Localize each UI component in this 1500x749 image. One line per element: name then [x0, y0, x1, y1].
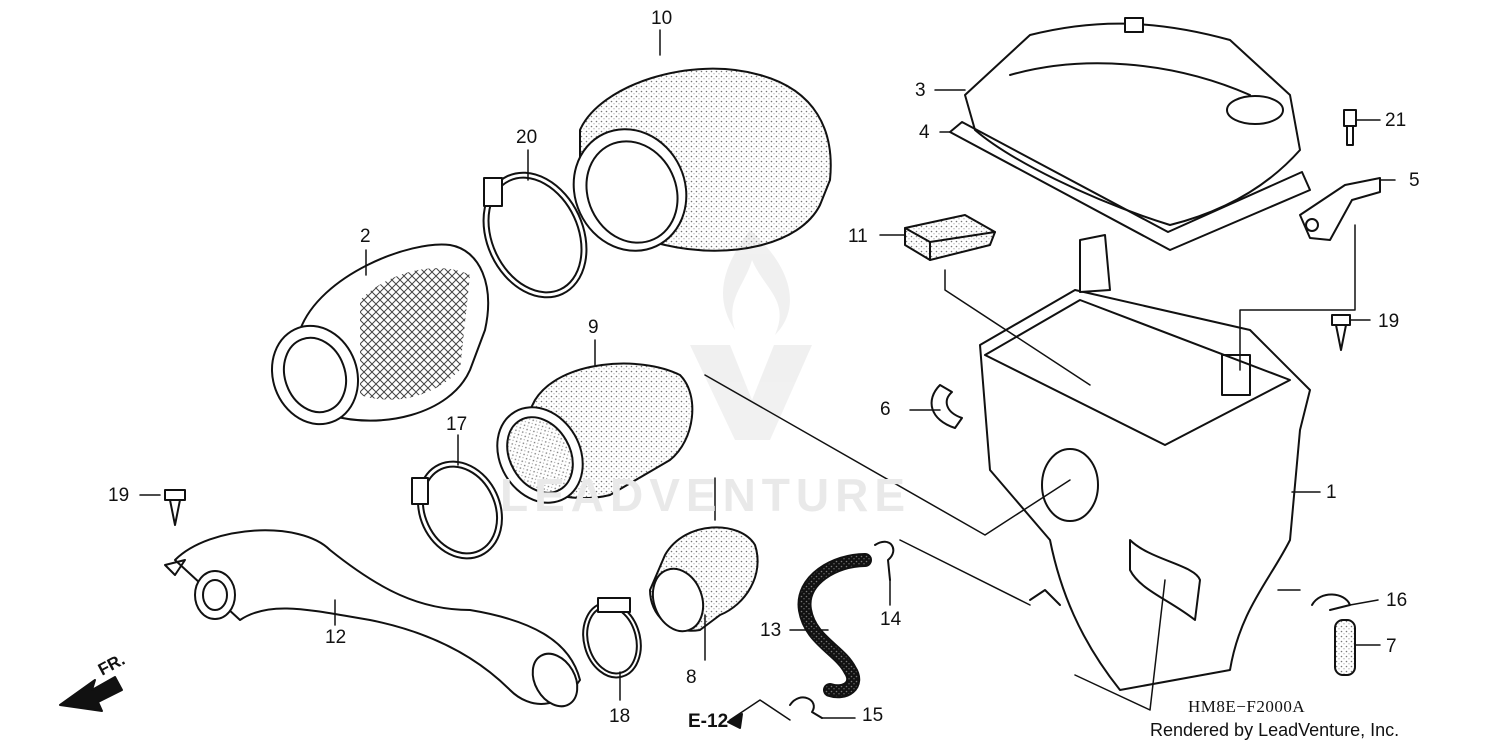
part-label-11: 11: [848, 226, 868, 247]
part-label-7: 7: [1386, 636, 1397, 657]
boot-8: [649, 526, 759, 633]
clip-19-a: [164, 489, 186, 526]
part-label-3: 3: [915, 80, 926, 101]
drain-plug-7: [1334, 619, 1356, 676]
foam-filter-10: [572, 67, 832, 252]
part-label-19-right: 19: [1378, 311, 1400, 332]
watermark-text: LEADVENTURE: [500, 469, 912, 521]
part-label-19-left: 19: [108, 485, 130, 506]
part-label-14: 14: [880, 609, 902, 630]
foam-block-11: [904, 214, 996, 261]
intake-duct-12: [164, 529, 581, 708]
drain-hose-13: [797, 553, 872, 699]
case-1: [979, 234, 1311, 691]
part-label-17: 17: [446, 414, 468, 435]
reference-label: E-12: [688, 711, 729, 732]
band-18: [582, 597, 642, 679]
watermark-logo: [690, 230, 812, 440]
band-17: [411, 460, 503, 560]
part-label-13: 13: [760, 620, 782, 641]
part-label-16: 16: [1386, 590, 1408, 611]
part-label-4: 4: [919, 122, 930, 143]
diagram-code: HM8E−F2000A: [1188, 697, 1306, 716]
clip-16: [1311, 593, 1351, 611]
part-label-18: 18: [609, 706, 631, 727]
part-label-20: 20: [516, 127, 538, 148]
clip-14: [874, 540, 895, 581]
part-label-8: 8: [686, 667, 697, 688]
cover-3: [964, 17, 1301, 226]
reference-arrow-icon: [727, 713, 743, 729]
part-label-9: 9: [588, 317, 599, 338]
gasket-4: [949, 121, 1311, 251]
part-label-10: 10: [651, 8, 673, 29]
part-label-1: 1: [1326, 482, 1337, 503]
part-label-15: 15: [862, 705, 884, 726]
part-label-5: 5: [1409, 170, 1420, 191]
front-direction-arrow-icon: [59, 676, 123, 712]
clip-6: [930, 384, 963, 429]
render-credit: Rendered by LeadVenture, Inc.: [1150, 720, 1400, 740]
band-20: [482, 171, 588, 299]
part-label-6: 6: [880, 399, 891, 420]
clip-19-b: [1331, 314, 1351, 351]
part-label-12: 12: [325, 627, 347, 648]
bolt-21: [1343, 109, 1357, 146]
part-label-21: 21: [1385, 110, 1407, 131]
part-label-2: 2: [360, 226, 371, 247]
bracket-5: [1299, 177, 1381, 241]
clip-15: [789, 696, 823, 719]
connecting-tube-9: [496, 362, 694, 504]
filter-element-2: [270, 243, 490, 426]
leader-lines: [139, 29, 1396, 721]
